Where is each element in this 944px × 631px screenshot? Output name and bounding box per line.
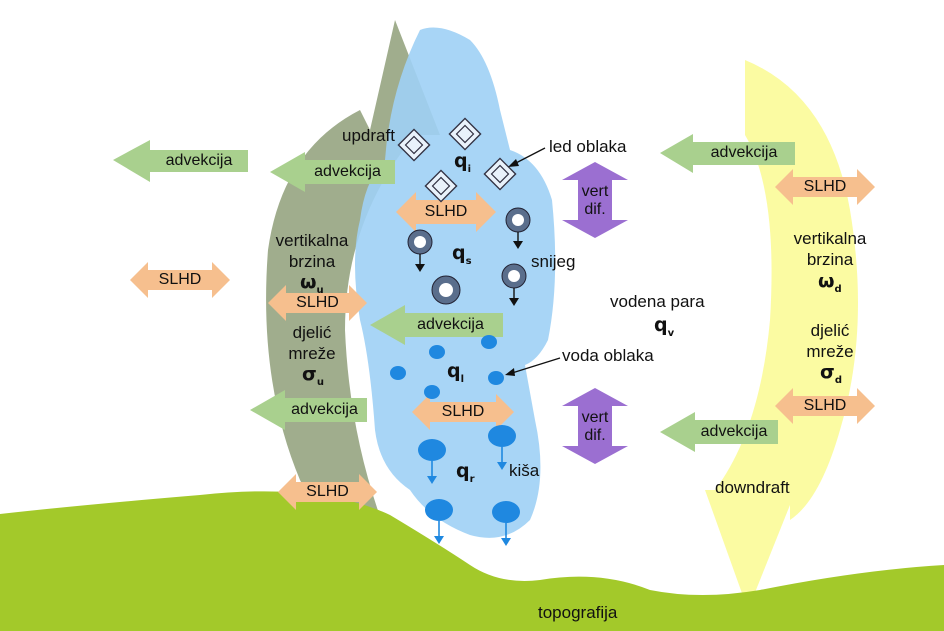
advection-label-lower-right: advekcija [700, 423, 768, 440]
downdraft-vertical-speed-label: vertikalna brzina [793, 229, 867, 269]
advection-arrow-lower-left [250, 390, 367, 430]
downdraft-label: downdraft [715, 478, 790, 497]
slhd-label-left-middle: SLHD [296, 294, 339, 311]
slhd-arrow-lower-cloud [412, 394, 514, 430]
advection-arrow-lower-right [660, 412, 778, 452]
topography-terrain [0, 491, 944, 631]
slhd-label-upper-right: SLHD [803, 178, 847, 195]
vert-dif-arrow-upper [562, 162, 628, 238]
advection-label-upper-right: advekcija [710, 144, 778, 161]
slhd-arrow-lower-right [775, 388, 875, 424]
slhd-arrow-upper-cloud [396, 192, 496, 232]
q-cloud-water-symbol: ql [447, 360, 465, 385]
voda-oblaka-label: voda oblaka [562, 346, 654, 365]
ice-crystal-icon [424, 169, 458, 203]
slhd-label-far-left: SLHD [158, 271, 202, 288]
advection-arrow-middle [370, 305, 503, 345]
pointer-head-led-oblaka [508, 159, 519, 167]
advection-label-middle: advekcija [417, 316, 484, 333]
snowflake-icon [407, 229, 433, 272]
ice-crystal-icon [397, 128, 431, 162]
led-oblaka-label: led oblaka [549, 137, 627, 156]
ice-crystal-icon [483, 157, 517, 191]
sigma-u-symbol: σu [302, 363, 324, 388]
snijeg-label: snijeg [531, 252, 576, 271]
raindrop-icon [418, 439, 446, 484]
downdraft-arrow-shape [705, 60, 858, 610]
slhd-label-lower-cloud: SLHD [441, 403, 485, 420]
q-rain-symbol: qr [456, 460, 475, 485]
cloud-droplet [390, 366, 406, 380]
advection-label-upper-left: advekcija [314, 163, 381, 180]
raindrop-icon [488, 425, 516, 470]
slhd-label-bottom-left: SLHD [306, 483, 349, 500]
pointer-line-voda-oblaka [511, 357, 561, 374]
ice-crystal-icon [448, 117, 482, 151]
kisa-label: kiša [509, 461, 540, 480]
snowflake-icon [501, 263, 527, 306]
q-ice-symbol: qi [454, 150, 472, 175]
advection-label-far-left: advekcija [165, 152, 233, 169]
cloud-droplet [488, 371, 504, 385]
raindrop-icon [425, 499, 453, 544]
cloud-droplet [424, 385, 440, 399]
updraft-label: updraft [342, 126, 395, 145]
downdraft-grid-fraction-label: djelić mreže [806, 321, 854, 361]
slhd-arrow-left-middle [268, 285, 367, 321]
sigma-d-symbol: σd [820, 361, 842, 386]
vodena-para-label: vodena para [610, 292, 705, 311]
cloud-droplet [481, 335, 497, 349]
advection-arrow-far-left [113, 140, 248, 182]
advection-arrow-upper-right [660, 134, 795, 173]
snowflake-icon [505, 207, 531, 249]
omega-u-symbol: ωu [300, 271, 324, 296]
omega-d-symbol: ωd [818, 270, 842, 295]
slhd-label-lower-right: SLHD [803, 397, 847, 414]
slhd-arrow-bottom-left [278, 474, 377, 510]
snowflake-icon [431, 275, 461, 305]
q-vapour-symbol: qv [654, 314, 675, 339]
advection-label-lower-left: advekcija [291, 401, 358, 418]
slhd-label-upper-cloud: SLHD [424, 203, 468, 220]
q-snow-symbol: qs [452, 242, 472, 267]
pointer-line-led-oblaka [513, 147, 546, 165]
topografija-label: topografija [538, 603, 618, 622]
updraft-vertical-speed-label: vertikalna brzina [275, 231, 349, 271]
updraft-grid-fraction-label: djelić mreže [288, 323, 336, 363]
cloud-droplet [429, 345, 445, 359]
advection-arrow-upper-left [270, 152, 395, 192]
pointer-head-voda-oblaka [505, 368, 515, 376]
slhd-arrow-upper-right [775, 169, 875, 205]
vert-dif-arrow-lower [562, 388, 628, 464]
slhd-arrow-far-left [130, 262, 230, 298]
raindrop-icon [492, 501, 520, 546]
